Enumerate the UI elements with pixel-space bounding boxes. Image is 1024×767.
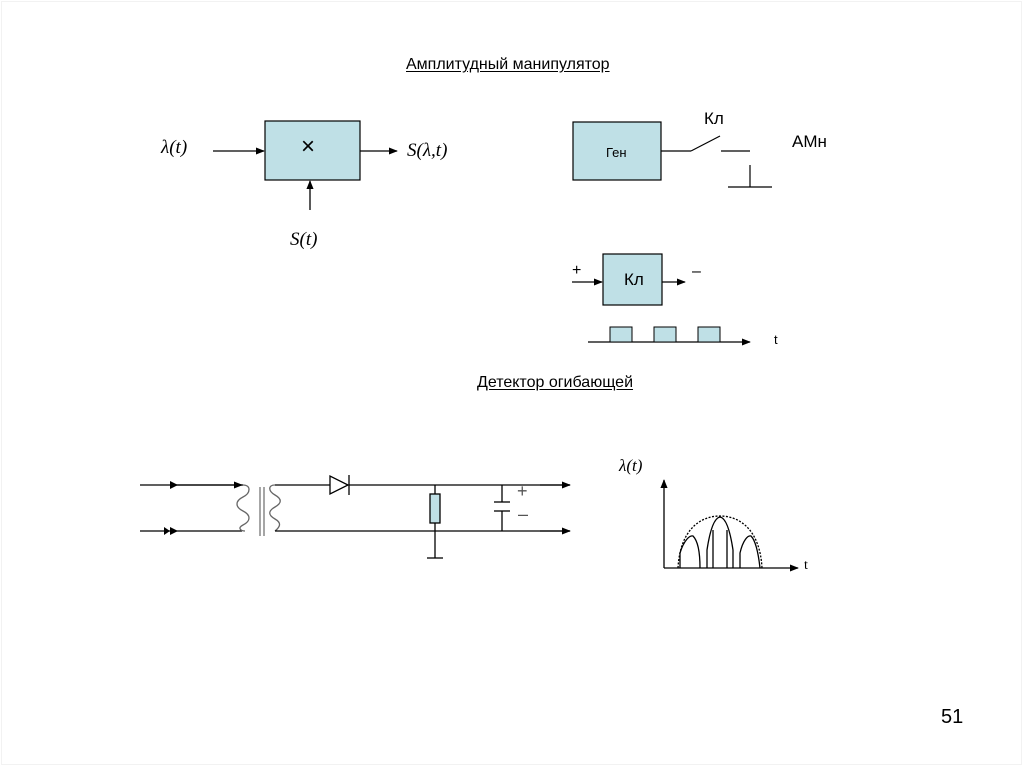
carrier-signal-label: S(t) [290, 229, 318, 250]
pulse-time-label: t [774, 332, 778, 347]
multiplier-diagram [213, 120, 398, 210]
transformer-secondary [269, 484, 281, 532]
lobe [679, 535, 701, 569]
resistor [429, 493, 441, 524]
key-block-label: Кл [624, 270, 644, 289]
graph-x-label: t [804, 558, 808, 573]
envelope-curve [677, 515, 763, 569]
lobe [706, 516, 734, 568]
capacitor-minus: – [518, 504, 529, 524]
pulse [697, 326, 721, 343]
switch-blade [690, 135, 721, 152]
page-number: 51 [941, 706, 964, 728]
key-output-sign: – [692, 263, 701, 280]
input-signal-label: λ(t) [161, 137, 188, 158]
key-input-sign: + [572, 262, 582, 279]
amn-label: АМн [792, 132, 827, 151]
transformer-primary [236, 484, 250, 532]
generator-block [572, 121, 662, 181]
detector-circuit [140, 474, 571, 559]
graph-y-label: λ(t) [619, 456, 643, 475]
modulator-title: Амплитудный манипулятор [406, 56, 610, 73]
lobe [739, 535, 761, 569]
key-diagram [572, 253, 751, 346]
capacitor-plus: + [517, 481, 528, 501]
detector-title: Детектор огибающей [477, 374, 634, 391]
pulse [653, 326, 677, 343]
generator-diagram [572, 121, 772, 188]
envelope-graph [660, 479, 799, 572]
diode [329, 474, 350, 496]
multiplier-block [264, 120, 361, 181]
pulse [609, 326, 633, 343]
key-block [602, 253, 663, 306]
generator-label: Ген [606, 145, 627, 160]
output-signal-label: S(λ,t) [407, 140, 448, 161]
switch-label: Кл [704, 109, 724, 128]
multiply-symbol: × [301, 133, 316, 160]
